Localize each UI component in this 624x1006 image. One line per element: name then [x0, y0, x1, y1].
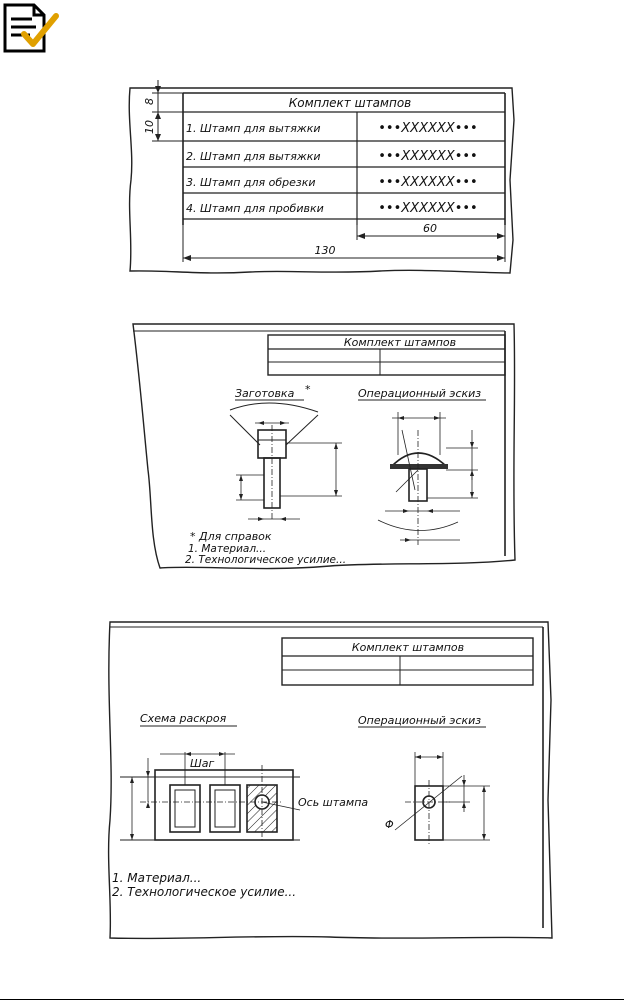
fig2-sketch-label: Операционный эскиз — [358, 387, 481, 400]
fig1-dim-10: 10 — [143, 120, 156, 134]
fig1-row-4-name: 4. Штамп для пробивки — [186, 202, 324, 215]
fig3-note-2: 2. Технологическое усилие... — [112, 885, 296, 899]
fig2-note-1: * Для справок — [190, 530, 272, 543]
fig1-row-2-name: 2. Штамп для вытяжки — [186, 150, 321, 163]
fig1-row-3-name: 3. Штамп для обрезки — [186, 176, 316, 189]
fig1-dim-8: 8 — [143, 98, 156, 105]
fig3-axis-label: Ось штампа — [298, 796, 368, 809]
fig1-title: Комплект штампов — [289, 96, 412, 110]
fig1-row-4-code: •••XXXXXX••• — [378, 201, 477, 216]
fig2-blank-label: Заготовка — [235, 387, 295, 400]
fig2-title: Комплект штампов — [344, 336, 456, 349]
fig2-blank-mark: * — [305, 383, 311, 396]
fig1-row-2-code: •••XXXXXX••• — [378, 149, 477, 164]
fig2-note-2: 1. Материал... — [188, 543, 266, 555]
figure-1-stamp-set-table: Комплект штампов 1. Штамп для вытяжки 2.… — [128, 80, 515, 274]
fig3-phi-label: Φ — [385, 818, 394, 831]
fig1-dim-130: 130 — [315, 244, 336, 257]
fig1-row-3-code: •••XXXXXX••• — [378, 175, 477, 190]
fig1-sheet-outline — [128, 87, 515, 274]
fig3-layout-label: Схема раскроя — [140, 712, 227, 725]
fig1-row-1-name: 1. Штамп для вытяжки — [186, 122, 321, 135]
fig3-sheet-outline — [107, 621, 553, 940]
figure-2-drawing-blank-sketch: Комплект штампов Заготовка * Операционны… — [132, 323, 516, 570]
document-check-icon — [3, 3, 59, 53]
fig3-note-1: 1. Материал... — [112, 871, 201, 885]
fig2-note-3: 2. Технологическое усилие... — [185, 554, 346, 566]
fig3-title: Комплект штампов — [352, 641, 464, 654]
fig3-step-label: Шаг — [190, 757, 215, 770]
fig3-sketch-label: Операционный эскиз — [358, 714, 481, 727]
fig1-dim-60: 60 — [423, 222, 437, 235]
fig2-sheet-outline — [132, 323, 516, 570]
footer-rule — [0, 999, 624, 1000]
figure-3-drawing-layout-sketch: Комплект штампов Схема раскроя Операцион… — [107, 621, 553, 940]
fig1-row-1-code: •••XXXXXX••• — [378, 121, 477, 136]
